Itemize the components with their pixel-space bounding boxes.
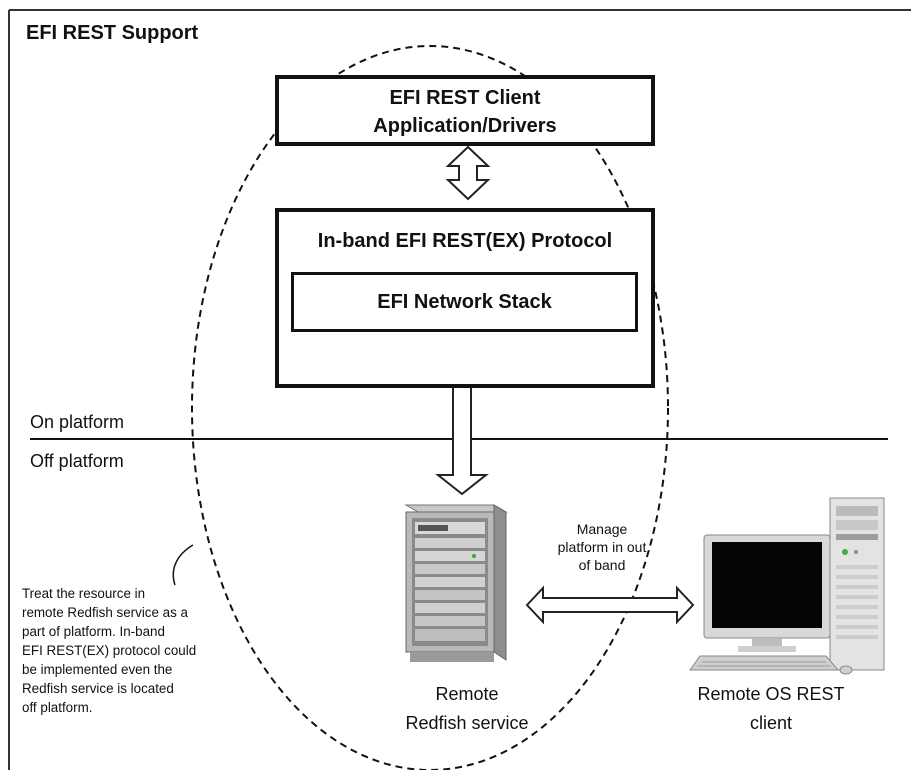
rest-client-line2: Application/Drivers (373, 115, 557, 137)
caption-line: Redfish service (405, 713, 529, 733)
note-line: EFI REST(EX) protocol could (22, 643, 197, 658)
note-line: Treat the resource in (22, 586, 146, 601)
note-line: remote Redfish service as a (22, 605, 188, 620)
manage-out-of-band-label: Manage platform in out of band (532, 520, 672, 574)
network-stack-label: EFI Network Stack (377, 291, 552, 313)
out-of-band-double-arrow (525, 585, 695, 625)
caption-line: Remote (435, 684, 499, 704)
manage-line: platform in out (557, 539, 647, 555)
rest-client-box: EFI REST Client Application/Drivers (275, 75, 655, 146)
diagram-title: EFI REST Support (26, 22, 199, 44)
server-rack-icon (404, 504, 508, 662)
desktop-computer-icon (689, 497, 885, 675)
client-protocol-double-arrow (445, 145, 491, 201)
caption-line: client (749, 713, 793, 733)
on-platform-label: On platform (30, 412, 125, 432)
note-line: Redfish service is located (22, 681, 174, 696)
note-pointer-curve (172, 544, 194, 586)
note-line: part of platform. In-band (22, 624, 165, 639)
off-platform-label: Off platform (30, 451, 124, 471)
network-stack-box: EFI Network Stack (291, 272, 638, 332)
remote-client-caption: Remote OS REST client (686, 680, 856, 738)
note-line: be implemented even the (22, 662, 173, 677)
platform-boundary-ellipse (191, 45, 669, 770)
rest-client-line1: EFI REST Client (389, 87, 541, 109)
note-line: off platform. (22, 700, 93, 715)
manage-line: Manage (576, 521, 628, 537)
redfish-service-caption: Remote Redfish service (382, 680, 552, 738)
rest-protocol-label: In-band EFI REST(EX) Protocol (317, 230, 613, 252)
manage-line: of band (578, 557, 626, 573)
caption-line: Remote OS REST (697, 684, 845, 704)
platform-note: Treat the resource in remote Redfish ser… (22, 584, 262, 717)
